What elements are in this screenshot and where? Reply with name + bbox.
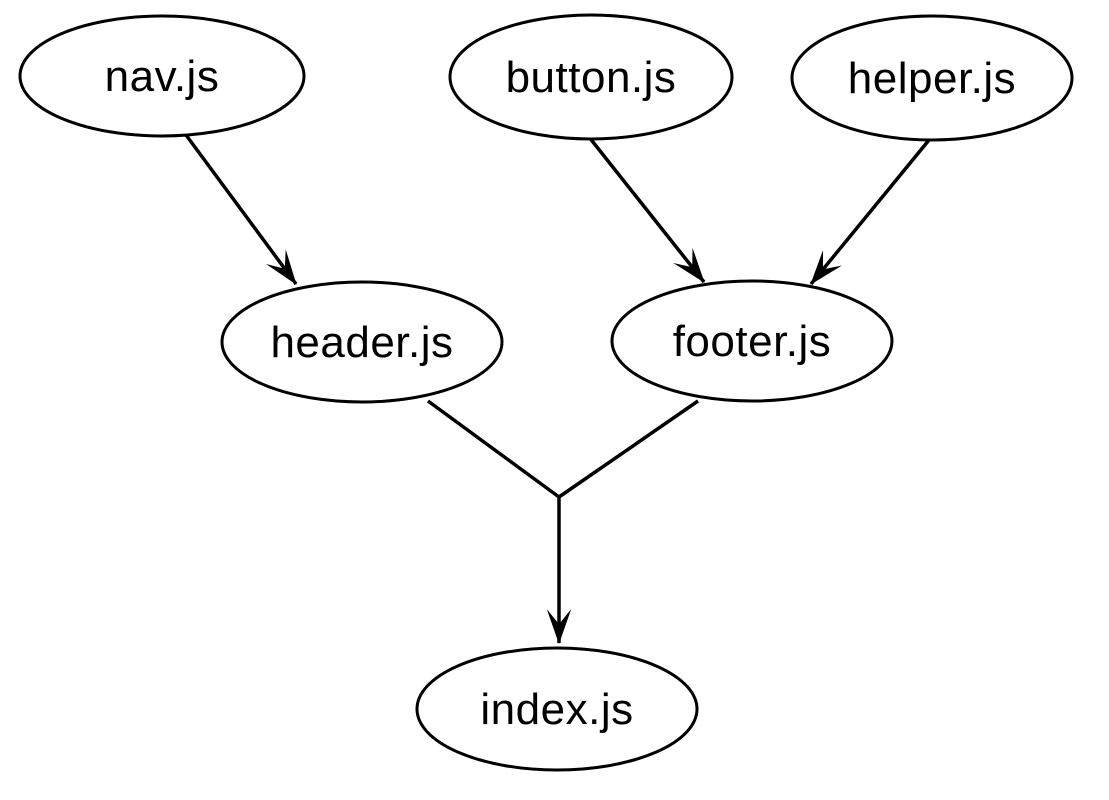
edge-helper-to-footer [809,138,931,286]
node-label: nav.js [105,52,220,101]
node-label: index.js [480,685,633,734]
edge-header-to-junction [426,399,561,499]
node-header-js: header.js [220,280,504,404]
node-ellipse [790,14,1074,142]
node-index-js: index.js [415,646,699,772]
edge-button-to-footer [587,135,706,284]
node-ellipse [415,646,699,772]
edge-nav-to-header [184,133,298,286]
node-nav-js: nav.js [18,14,306,138]
node-label: footer.js [673,317,832,366]
edge-footer-to-junction [558,399,699,499]
node-ellipse [610,279,894,403]
node-ellipse [448,13,734,141]
node-label: header.js [270,318,453,367]
node-ellipse [220,280,504,404]
node-helper-js: helper.js [790,14,1074,142]
node-ellipse [18,14,306,138]
node-footer-js: footer.js [610,279,894,403]
node-label: button.js [506,53,677,102]
node-label: helper.js [848,54,1016,103]
node-button-js: button.js [448,13,734,141]
